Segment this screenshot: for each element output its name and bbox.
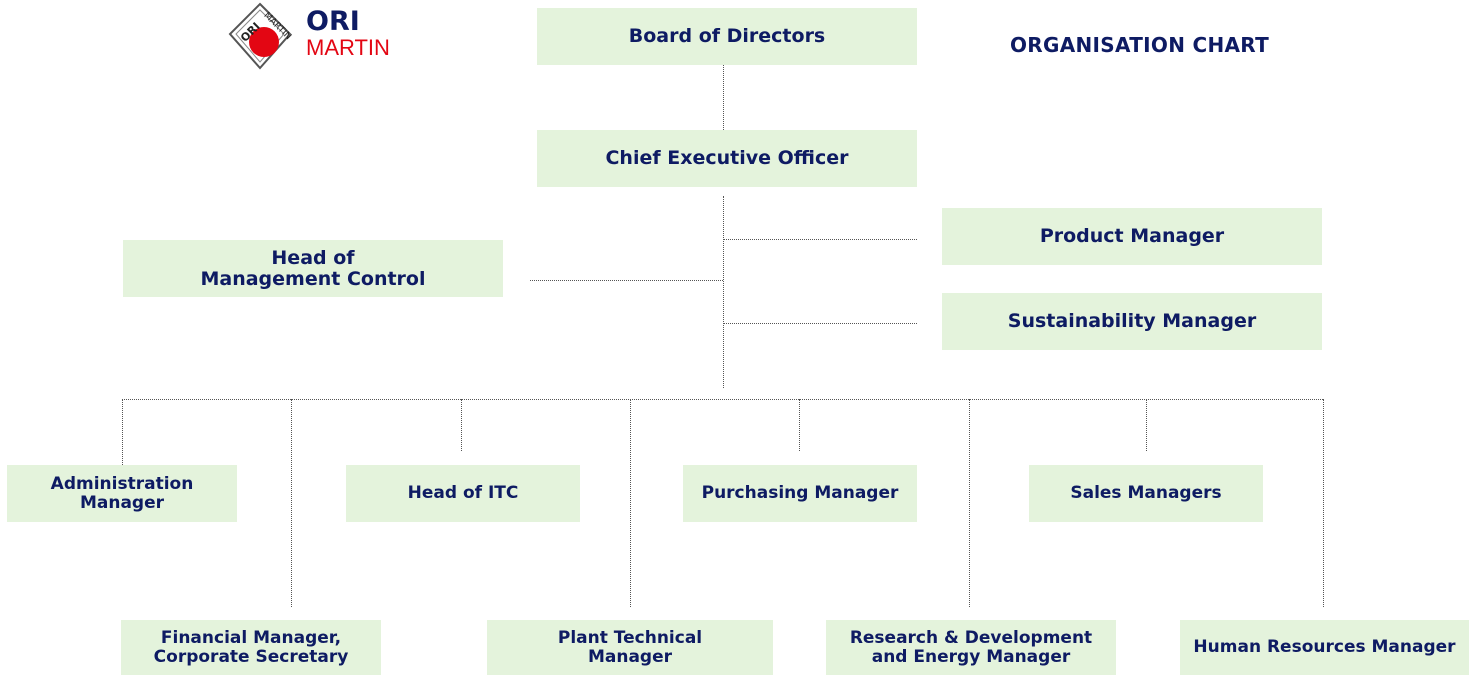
- logo-mark-icon: ORI MARTIN: [228, 2, 293, 70]
- chart-title: ORGANISATION CHART: [1010, 33, 1270, 57]
- node-plant-technical-manager: Plant Technical Manager: [487, 620, 773, 675]
- node-administration-manager: Administration Manager: [7, 465, 237, 522]
- node-product-manager: Product Manager: [942, 208, 1322, 265]
- node-sustainability-manager: Sustainability Manager: [942, 293, 1322, 350]
- node-label: Board of Directors: [628, 25, 826, 48]
- node-label: Plant Technical Manager: [557, 628, 703, 667]
- node-label: Chief Executive Officer: [605, 147, 849, 170]
- node-purchasing-manager: Purchasing Manager: [683, 465, 917, 522]
- node-label: Head of ITC: [407, 483, 519, 504]
- connector-plant: [630, 399, 631, 607]
- node-label: Administration Manager: [50, 474, 194, 513]
- connector-board-ceo: [723, 65, 724, 130]
- connector-financial: [291, 399, 292, 607]
- connector-managers-bus: [122, 399, 1323, 400]
- logo-word-martin: MARTIN: [306, 35, 390, 60]
- logo-word-ori: ORI: [306, 6, 360, 37]
- node-board-of-directors: Board of Directors: [537, 8, 917, 65]
- connector-rnd: [969, 399, 970, 607]
- connector-hr: [1323, 399, 1324, 607]
- connector-purchasing: [799, 399, 800, 451]
- connector-administration: [122, 399, 123, 465]
- node-head-of-itc: Head of ITC: [346, 465, 580, 522]
- node-label: Sustainability Manager: [1007, 310, 1257, 333]
- node-label: Financial Manager, Corporate Secretary: [153, 628, 349, 667]
- node-human-resources-manager: Human Resources Manager: [1180, 620, 1469, 675]
- node-label: Purchasing Manager: [701, 483, 899, 504]
- connector-sales: [1146, 399, 1147, 451]
- connector-itc: [461, 399, 462, 451]
- node-label: Human Resources Manager: [1193, 637, 1456, 658]
- node-financial-manager: Financial Manager, Corporate Secretary: [121, 620, 381, 675]
- connector-mgmt-control: [530, 280, 723, 281]
- node-label: Head of Management Control: [200, 246, 426, 290]
- node-sales-managers: Sales Managers: [1029, 465, 1263, 522]
- connector-ceo-trunk: [723, 196, 724, 388]
- connector-sustainability: [723, 323, 917, 324]
- node-head-of-management-control: Head of Management Control: [123, 240, 503, 297]
- node-research-development-energy-manager: Research & Development and Energy Manage…: [826, 620, 1116, 675]
- connector-product: [723, 239, 917, 240]
- node-label: Research & Development and Energy Manage…: [849, 628, 1093, 667]
- node-label: Product Manager: [1039, 225, 1225, 248]
- node-chief-executive-officer: Chief Executive Officer: [537, 130, 917, 187]
- ori-martin-logo: ORI MARTIN ORI MARTIN: [224, 2, 404, 72]
- node-label: Sales Managers: [1070, 483, 1222, 504]
